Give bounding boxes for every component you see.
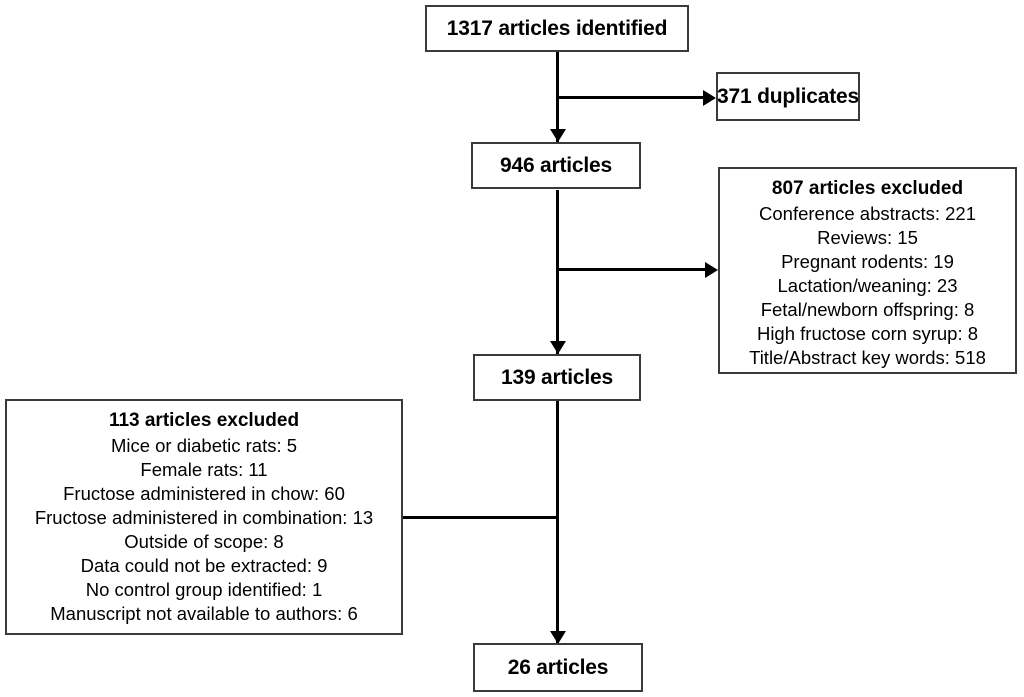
node-excluded-113-reason: Outside of scope: 8 <box>124 530 284 552</box>
node-excluded-807[interactable]: 807 articles excluded Conference abstrac… <box>718 167 1017 374</box>
node-articles-after-duplicates-label: 946 articles <box>499 153 613 177</box>
node-excluded-113-reason: No control group identified: 1 <box>85 578 323 600</box>
node-excluded-113-title: 113 articles excluded <box>108 410 300 431</box>
node-articles-identified[interactable]: 1317 articles identified <box>425 5 689 52</box>
node-excluded-807-reason: Lactation/weaning: 23 <box>777 274 958 296</box>
node-excluded-113-reason: Fructose administered in chow: 60 <box>63 482 345 504</box>
node-excluded-113-reason: Mice or diabetic rats: 5 <box>110 434 298 456</box>
node-excluded-807-reason: Conference abstracts: 221 <box>759 202 976 224</box>
connector-139-to-26 <box>556 399 559 643</box>
node-articles-included[interactable]: 26 articles <box>473 643 643 692</box>
arrowhead-to-946 <box>549 129 566 142</box>
node-excluded-807-reason: Fetal/newborn offspring: 8 <box>760 298 975 320</box>
node-articles-after-screening-label: 139 articles <box>500 365 614 389</box>
node-excluded-807-title: 807 articles excluded <box>771 178 964 199</box>
arrowhead-to-duplicates <box>703 89 716 106</box>
node-excluded-113-reason: Female rats: 11 <box>140 458 268 480</box>
node-duplicates[interactable]: 371 duplicates <box>716 72 860 121</box>
node-excluded-113[interactable]: 113 articles excluded Mice or diabetic r… <box>5 399 403 635</box>
node-excluded-113-reason: Fructose administered in combination: 13 <box>34 506 374 528</box>
arrowhead-to-excluded-807 <box>705 261 718 278</box>
node-excluded-807-reason: Reviews: 15 <box>817 226 918 248</box>
node-articles-after-duplicates[interactable]: 946 articles <box>471 142 641 189</box>
node-excluded-113-reason: Data could not be extracted: 9 <box>80 554 328 576</box>
node-excluded-807-reason: Pregnant rodents: 19 <box>781 250 954 272</box>
node-articles-included-label: 26 articles <box>507 655 609 679</box>
arrowhead-to-26 <box>549 631 566 644</box>
node-excluded-807-reason: Title/Abstract key words: 518 <box>749 346 986 368</box>
node-duplicates-label: 371 duplicates <box>717 84 859 108</box>
node-excluded-807-reason: High fructose corn syrup: 8 <box>756 322 979 344</box>
node-excluded-113-reason: Manuscript not available to authors: 6 <box>50 603 358 625</box>
node-articles-after-screening[interactable]: 139 articles <box>473 354 641 401</box>
arrowhead-to-139 <box>549 341 566 354</box>
connector-to-excluded-807 <box>556 268 712 271</box>
connector-to-duplicates <box>556 96 710 99</box>
connector-identified-to-946 <box>556 52 559 178</box>
node-articles-identified-label: 1317 articles identified <box>446 16 668 40</box>
connector-946-to-139 <box>556 190 559 366</box>
